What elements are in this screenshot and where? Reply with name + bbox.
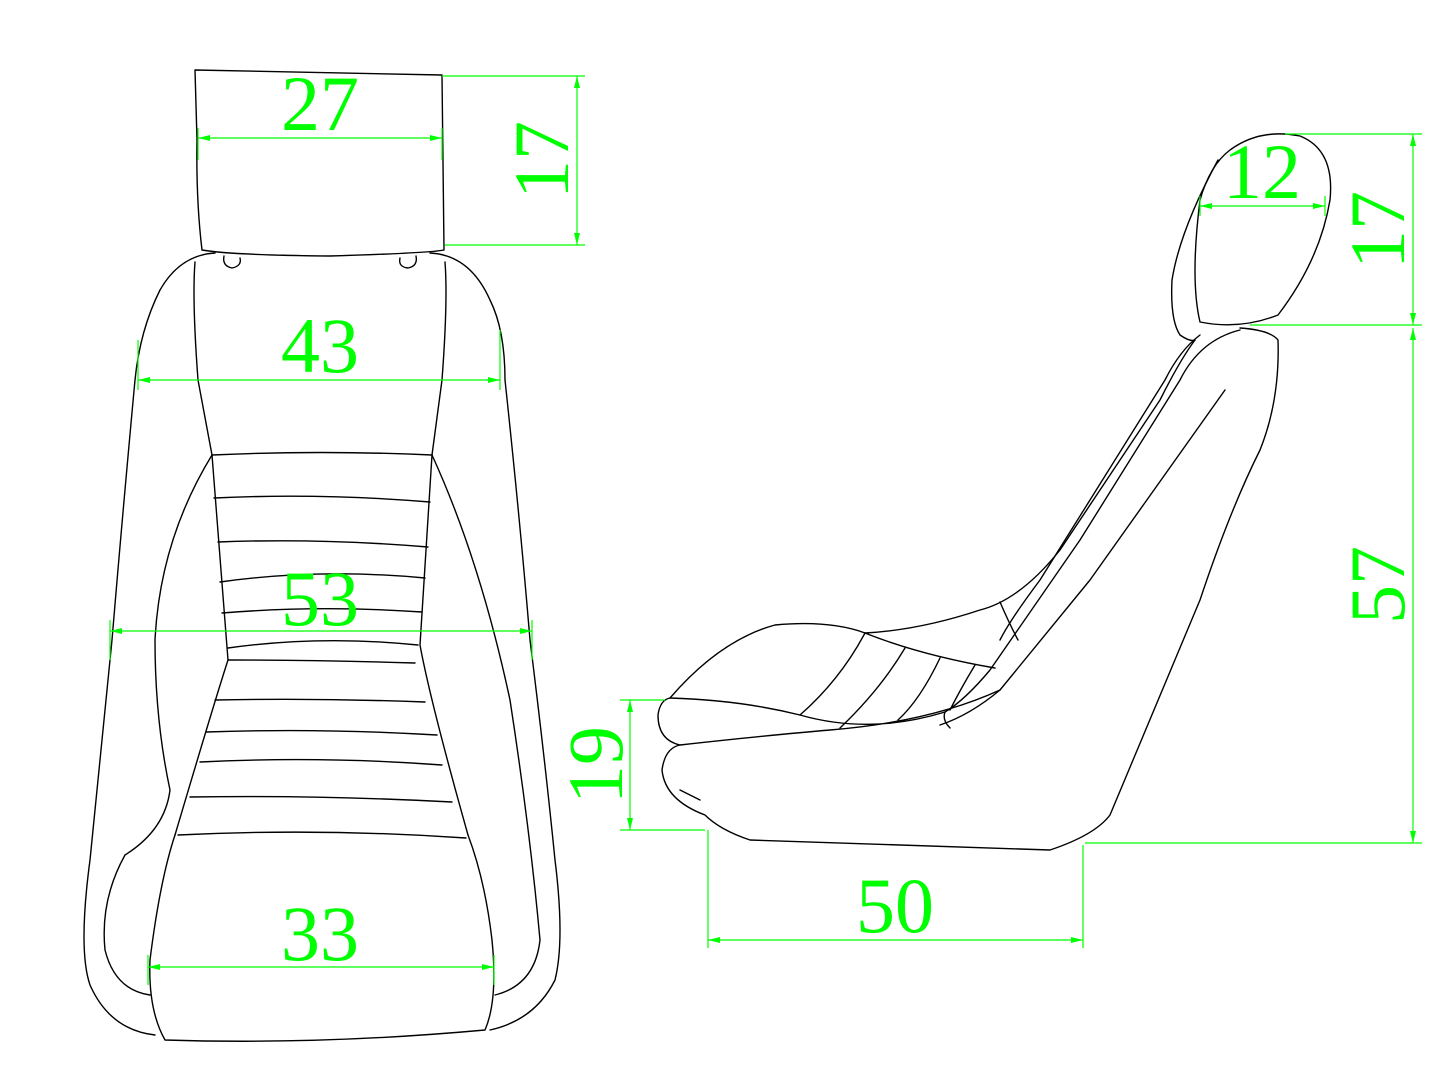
label-front-headrest-height: 17 xyxy=(498,121,585,199)
dim-seat-height: 19 xyxy=(552,699,705,831)
headrest-post-right xyxy=(398,255,418,269)
front-dimensions: 27 17 43 53 33 xyxy=(109,60,585,985)
front-seat-cushion xyxy=(149,834,495,1042)
side-headrest xyxy=(1194,133,1332,326)
front-view xyxy=(83,69,561,1042)
side-view xyxy=(657,133,1332,851)
headrest-post-left xyxy=(222,255,242,269)
label-headrest-width: 27 xyxy=(281,60,359,147)
side-backrest xyxy=(657,327,1279,851)
dim-headrest-depth: 12 xyxy=(1199,128,1326,216)
dim-headrest-height: 17 xyxy=(442,75,585,246)
label-seat-width: 33 xyxy=(281,890,359,977)
front-bolster-right xyxy=(431,454,541,996)
side-dimensions: 12 17 57 19 50 xyxy=(552,128,1422,949)
side-seat-cushion xyxy=(669,622,1001,746)
side-headrest-back xyxy=(1170,159,1219,342)
dim-side-headrest-height: 17 xyxy=(1250,133,1422,326)
label-side-headrest-height: 17 xyxy=(1334,191,1421,269)
dim-shoulder-width: 43 xyxy=(137,302,501,390)
front-center-panel xyxy=(174,451,469,836)
dim-seat-depth: 50 xyxy=(707,830,1084,949)
front-stitch-lines xyxy=(177,495,467,839)
label-seat-height: 19 xyxy=(552,726,639,804)
front-bolster-left xyxy=(103,454,213,996)
dim-backrest-height: 57 xyxy=(1085,328,1422,844)
dim-seat-width: 33 xyxy=(147,890,495,985)
dim-headrest-width: 27 xyxy=(197,60,443,160)
label-shoulder-width: 43 xyxy=(281,302,359,389)
front-headrest xyxy=(194,69,445,257)
label-overall-width: 53 xyxy=(281,555,359,642)
front-backrest-inner xyxy=(193,261,447,456)
label-seat-depth: 50 xyxy=(856,862,934,949)
front-backrest-outer xyxy=(83,252,561,1036)
dim-overall-width: 53 xyxy=(109,555,533,660)
side-stitch-lines xyxy=(679,601,1019,801)
label-headrest-depth: 12 xyxy=(1223,128,1301,215)
label-backrest-height: 57 xyxy=(1334,546,1421,624)
